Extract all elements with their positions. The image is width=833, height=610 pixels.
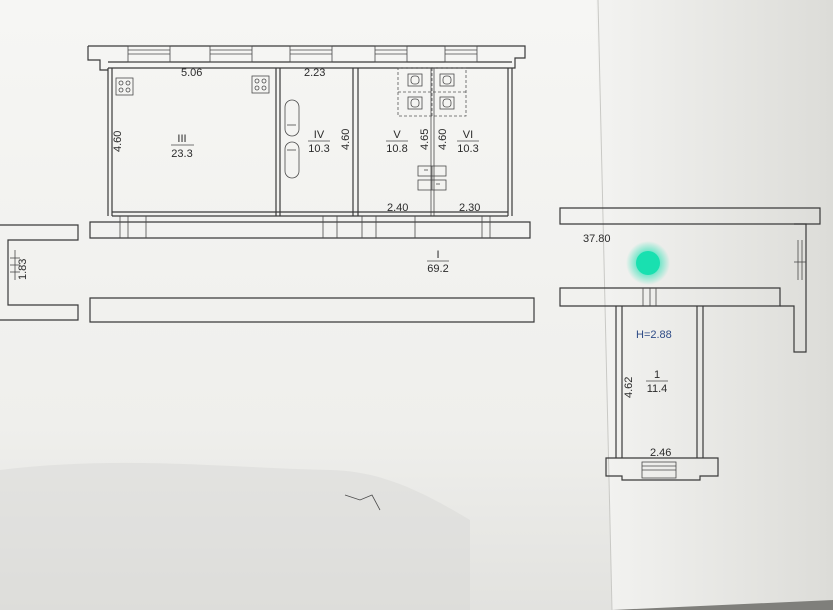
toilet-stalls: [397, 67, 467, 117]
room-iv-depth-label: 4.60: [340, 129, 352, 150]
sink-icon: [284, 141, 300, 179]
corridor-number-label: I: [436, 249, 439, 261]
stair-width-label: 1.83: [17, 259, 29, 280]
paper-sheet-right: [596, 0, 833, 610]
room-vi-width-label: 2.30: [459, 202, 480, 214]
room-iv-number-label: IV: [314, 129, 325, 141]
room-1-walls: [605, 288, 719, 481]
room-1-width-label: 2.46: [650, 447, 671, 459]
room-v-number-label: V: [393, 129, 401, 141]
sink-icon: [284, 99, 300, 137]
room-vi-number-label: VI: [463, 129, 473, 141]
kitchen-depth-label: 4.60: [112, 131, 124, 152]
kitchen-number-label: III: [177, 133, 186, 145]
corridor-walls: [89, 207, 821, 353]
kitchen-area-label: 23.3: [171, 148, 192, 160]
room-iv-width-label: 2.23: [304, 67, 325, 79]
room-vi-area-label: 10.3: [457, 143, 478, 155]
kitchen-width-label: 5.06: [181, 67, 202, 79]
paper-sheet-left: [0, 0, 612, 610]
paper-fold: [597, 0, 613, 610]
room-1-number-label: 1: [654, 369, 660, 381]
room-vi-depth-label: 4.60: [437, 129, 449, 150]
touch-marker[interactable]: [636, 251, 660, 275]
stove-icon: [115, 77, 134, 96]
top-block: [87, 45, 526, 217]
stove-icon: [251, 75, 270, 94]
room-v-area-label: 10.8: [386, 143, 407, 155]
room-1-area-label: 11.4: [647, 383, 668, 395]
stair-area: [0, 224, 79, 321]
corridor-length-label: 37.80: [583, 233, 611, 245]
shadow-area: [0, 462, 470, 610]
room-v-width-label: 2.40: [387, 202, 408, 214]
room-iv-area-label: 10.3: [308, 143, 329, 155]
corridor-area-label: 69.2: [427, 263, 448, 275]
room-1-depth-label: 4.62: [623, 377, 635, 398]
washbasin-icon: [417, 165, 447, 191]
paper-crease: [344, 494, 381, 511]
room-v-depth-label: 4.65: [419, 129, 431, 150]
ceiling-height-label: H=2.88: [636, 329, 672, 341]
